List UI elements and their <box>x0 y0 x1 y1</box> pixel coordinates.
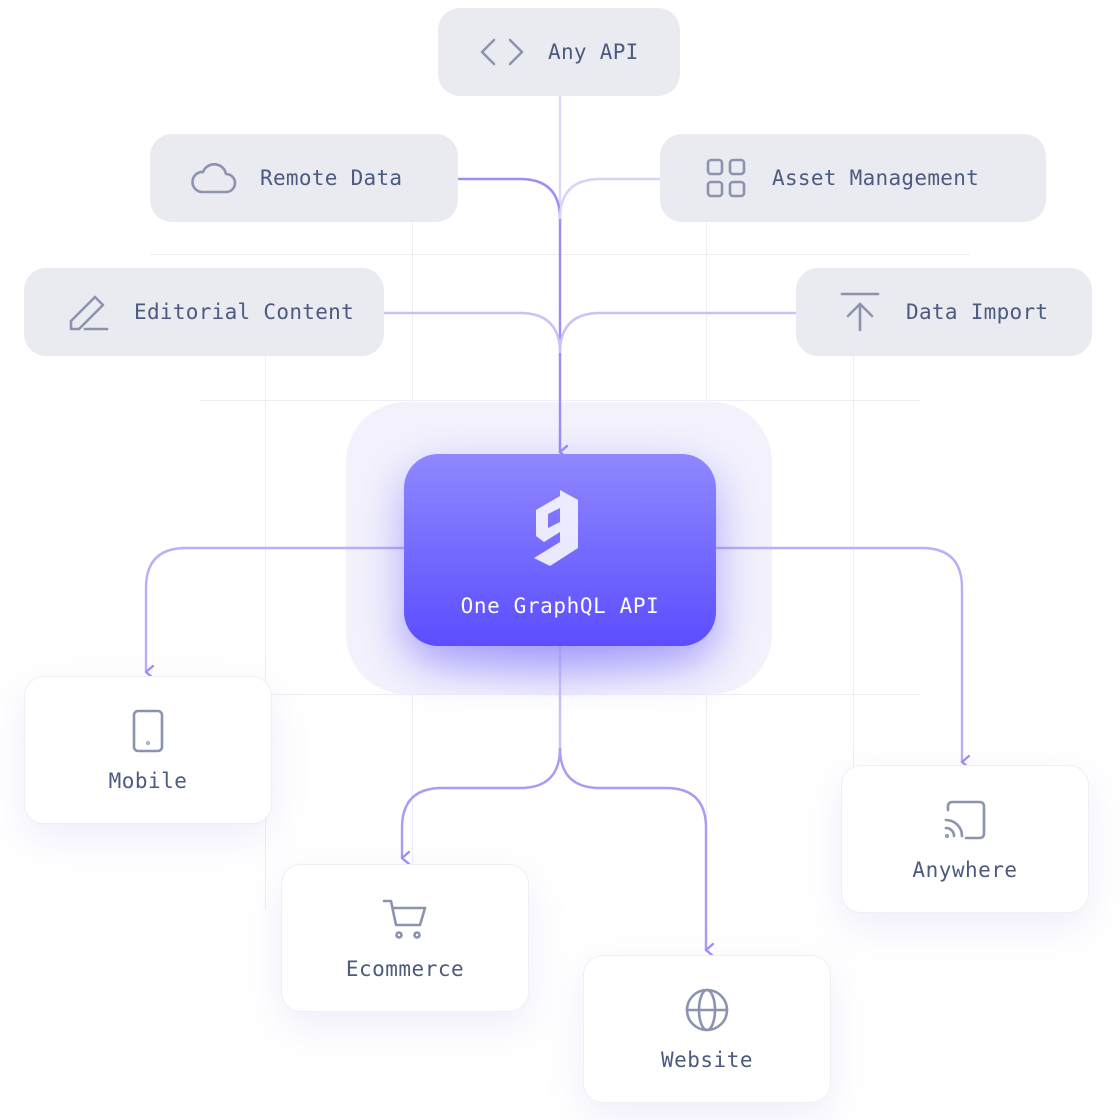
source-asset-management: Asset Management <box>660 134 1046 222</box>
source-label: Remote Data <box>260 166 403 190</box>
grid-icon <box>700 152 752 204</box>
mobile-phone-icon <box>124 707 172 755</box>
source-remote-data: Remote Data <box>150 134 458 222</box>
wire-asset-management <box>558 177 660 220</box>
destination-label: Mobile <box>108 769 188 793</box>
source-any-api: Any API <box>438 8 680 96</box>
destination-anywhere: Anywhere <box>841 765 1089 913</box>
wire-website <box>558 747 706 950</box>
graphql-api-hub: One GraphQL API <box>404 454 716 646</box>
wire-editorial-content <box>384 311 562 354</box>
hygraph-logo-icon <box>534 490 578 566</box>
destination-mobile: Mobile <box>24 676 272 824</box>
destination-label: Ecommerce <box>345 957 465 981</box>
upload-arrow-icon <box>834 286 886 338</box>
hub-label: One GraphQL API <box>460 594 660 618</box>
grid-line <box>853 350 854 910</box>
source-data-import: Data Import <box>796 268 1092 356</box>
shopping-cart-icon <box>381 895 429 943</box>
source-label: Asset Management <box>772 166 980 190</box>
destination-label: Anywhere <box>912 858 1018 882</box>
wire-data-import <box>558 311 796 354</box>
pencil-icon <box>62 286 114 338</box>
wire-mobile <box>144 546 404 672</box>
source-label: Editorial Content <box>134 300 355 324</box>
source-label: Data Import <box>906 300 1049 324</box>
destination-website: Website <box>583 955 831 1103</box>
cloud-icon <box>188 152 240 204</box>
wire-remote-data <box>458 177 560 452</box>
grid-line <box>265 350 266 910</box>
code-brackets-icon <box>476 26 528 78</box>
destination-label: Website <box>660 1048 753 1072</box>
source-editorial-content: Editorial Content <box>24 268 384 356</box>
cast-icon <box>941 796 989 844</box>
wire-ecommerce <box>400 747 562 858</box>
globe-icon <box>683 986 731 1034</box>
source-label: Any API <box>548 40 639 64</box>
destination-ecommerce: Ecommerce <box>281 864 529 1012</box>
wire-anywhere <box>716 546 962 762</box>
